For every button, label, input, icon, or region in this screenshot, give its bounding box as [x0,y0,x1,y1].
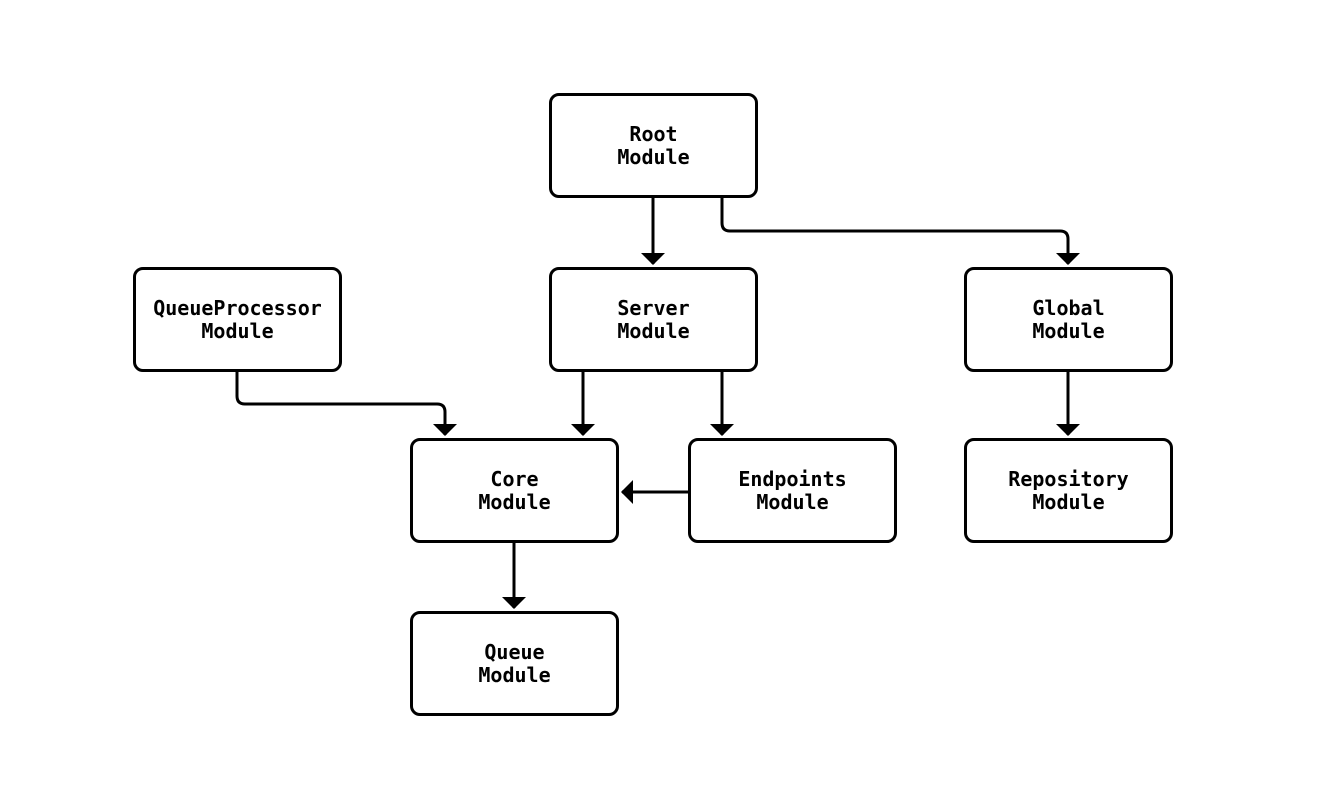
node-queueprocessor-module-label: QueueProcessor Module [153,295,322,343]
node-root-module: Root Module [549,93,758,198]
node-global-module: Global Module [964,267,1173,372]
node-repository-module: Repository Module [964,438,1173,543]
node-queue-module: Queue Module [410,611,619,716]
edge-root-to-global-arrow [720,198,1080,265]
node-endpoints-module-label: Endpoints Module [738,466,847,514]
node-core-module-label: Core Module [478,466,551,514]
node-server-module-label: Server Module [617,295,690,343]
node-queueprocessor-module: QueueProcessor Module [133,267,342,372]
node-global-module-label: Global Module [1032,295,1105,343]
node-core-module: Core Module [410,438,619,543]
node-server-module: Server Module [549,267,758,372]
node-root-module-label: Root Module [617,121,690,169]
node-queue-module-label: Queue Module [478,639,551,687]
node-endpoints-module: Endpoints Module [688,438,897,543]
edge-queueprocessor-to-core-arrow [235,372,457,436]
node-repository-module-label: Repository Module [1008,466,1129,514]
